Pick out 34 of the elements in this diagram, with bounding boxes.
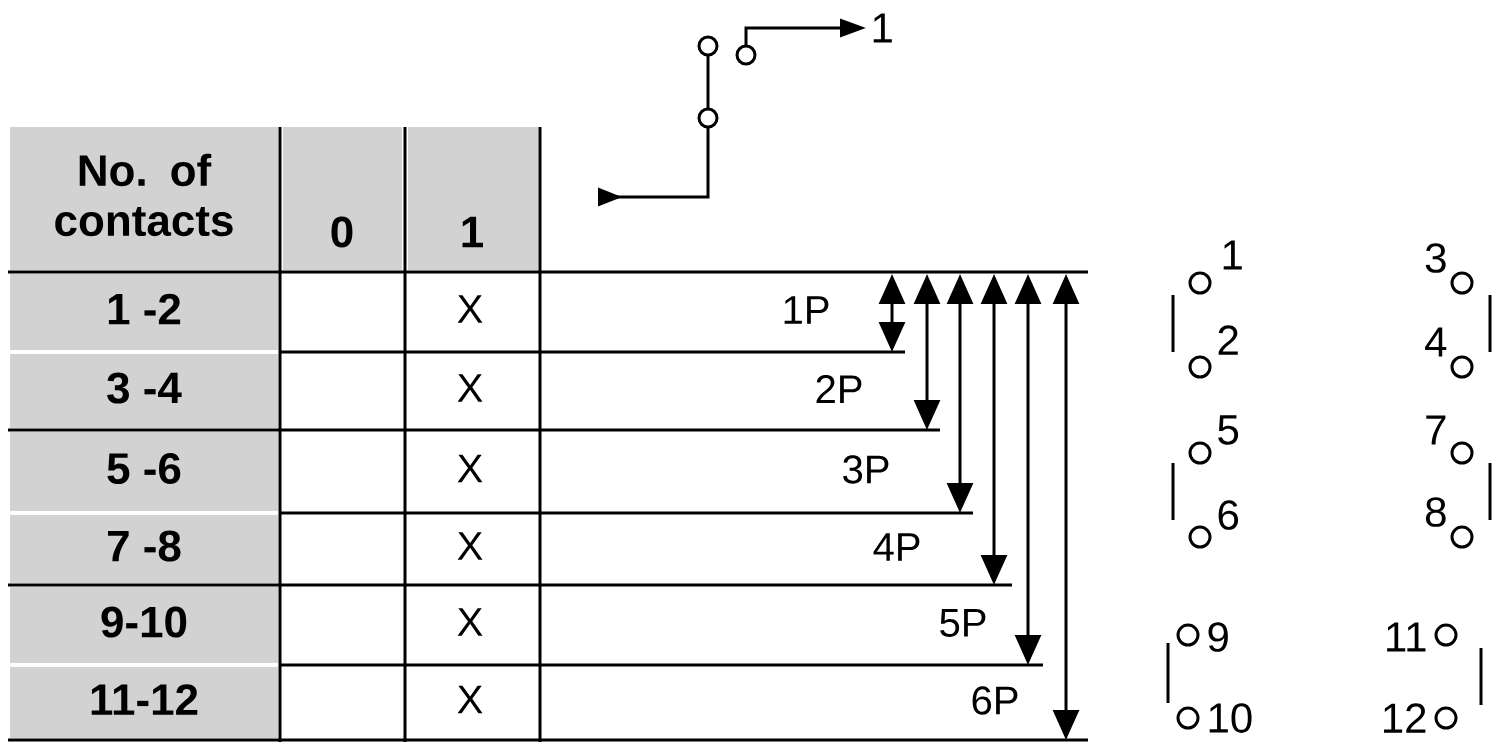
terminal-number: 4 bbox=[1425, 327, 1447, 357]
pole-label: 1P bbox=[784, 296, 829, 324]
row-label-cell: 7 -8 bbox=[10, 515, 278, 583]
header-cell: No. of contacts bbox=[10, 127, 278, 270]
row-label-cell: 1 -2 bbox=[10, 274, 278, 350]
pole-label: 5P bbox=[940, 609, 986, 637]
terminal-number: 1 bbox=[873, 13, 892, 43]
pole-label: 3P bbox=[843, 455, 889, 484]
terminal-number: 12 bbox=[1384, 703, 1426, 733]
pole-label: 4P bbox=[873, 533, 920, 561]
cell-mark: X bbox=[457, 295, 483, 323]
terminal-number: 11 bbox=[1387, 622, 1426, 652]
cell-mark: X bbox=[457, 608, 483, 636]
cell-mark: X bbox=[457, 685, 483, 714]
terminal-number: 10 bbox=[1209, 703, 1252, 733]
terminal-number: 8 bbox=[1426, 497, 1446, 527]
pole-label: 6P bbox=[972, 686, 1018, 715]
row-label-cell: 3 -4 bbox=[10, 354, 278, 428]
row-label-cell: 5 -6 bbox=[10, 432, 278, 511]
cell-mark: X bbox=[457, 374, 483, 402]
terminal-number: 3 bbox=[1425, 243, 1446, 273]
terminal-number: 2 bbox=[1218, 325, 1238, 355]
row-label-cell: 11-12 bbox=[10, 667, 278, 738]
terminal-number: 9 bbox=[1208, 622, 1228, 652]
cell-mark: X bbox=[457, 454, 483, 483]
header-cell: 1 bbox=[408, 127, 538, 270]
cell-mark: X bbox=[457, 532, 483, 560]
terminal-number: 6 bbox=[1218, 500, 1239, 530]
pole-label: 2P bbox=[816, 375, 862, 403]
row-label-cell: 9-10 bbox=[10, 587, 278, 663]
terminal-number: 7 bbox=[1426, 415, 1446, 445]
header-cell: 0 bbox=[283, 127, 402, 270]
terminal-number: 1 bbox=[1223, 240, 1242, 270]
terminal-number: 5 bbox=[1218, 415, 1239, 445]
